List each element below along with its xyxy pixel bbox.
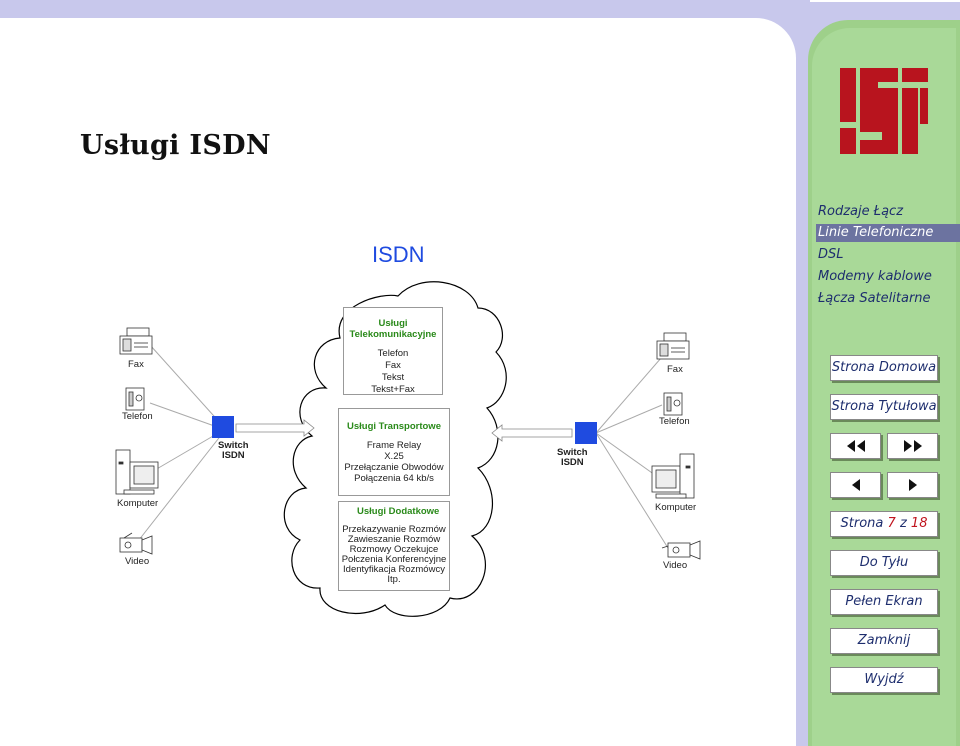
fullscreen-button[interactable]: Pełen Ekran — [830, 589, 938, 615]
nav-item-lacza-satelitarne[interactable]: Łącza Satelitarne — [818, 291, 931, 306]
phone-icon-right — [663, 392, 683, 416]
next-page-button[interactable] — [887, 472, 938, 498]
right-links — [595, 349, 669, 549]
label-fax-right: Fax — [667, 364, 683, 375]
box-telecom-services: Usługi Telekomunikacyjne Telefon Fax Tek… — [343, 307, 443, 395]
double-left-arrow-icon — [846, 439, 865, 452]
label-switch-right: Switch ISDN — [557, 447, 588, 468]
title-page-button[interactable]: Strona Tytułowa — [830, 394, 938, 420]
close-button[interactable]: Zamknij — [830, 628, 938, 654]
last-page-button[interactable] — [887, 433, 938, 459]
nav-item-modemy[interactable]: Modemy kablowe — [818, 269, 932, 284]
label-video-right: Video — [663, 560, 688, 571]
label-phone-left: Telefon — [122, 411, 153, 422]
phone-icon-left — [125, 387, 145, 411]
page-title: Usługi ISDN — [80, 130, 271, 161]
label-computer-left: Komputer — [117, 498, 159, 509]
back-button[interactable]: Do Tyłu — [830, 550, 938, 576]
video-icon-right — [661, 540, 701, 560]
label-phone-right: Telefon — [659, 416, 690, 427]
nav-item-linie-telefoniczne[interactable]: Linie Telefoniczne — [816, 224, 960, 242]
nav-item-rodzaje[interactable]: Rodzaje Łącz — [818, 204, 904, 219]
video-icon-left — [119, 532, 153, 555]
fax-icon-right — [656, 332, 690, 360]
nav-item-dsl[interactable]: DSL — [818, 247, 844, 262]
diagram-heading: ISDN — [372, 242, 425, 267]
switch-left — [212, 416, 234, 438]
label-fax-left: Fax — [128, 359, 144, 370]
label-switch-left: Switch ISDN — [218, 440, 249, 461]
quit-button[interactable]: Wyjdź — [830, 667, 938, 693]
prev-page-button[interactable] — [830, 472, 881, 498]
switch-right — [575, 422, 597, 444]
isi-logo — [840, 68, 928, 154]
computer-icon-left — [115, 449, 159, 495]
box-transport-services: Usługi Transportowe Frame Relay X.25 Prz… — [338, 408, 450, 496]
label-computer-right: Komputer — [655, 502, 697, 513]
right-arrow-icon — [908, 478, 917, 491]
computer-icon-right — [651, 453, 695, 499]
label-video-left: Video — [125, 556, 150, 567]
home-button[interactable]: Strona Domowa — [830, 355, 938, 381]
box-additional-services: Usługi Dodatkowe Przekazywanie Rozmów Za… — [338, 501, 450, 591]
fax-icon-left — [119, 327, 153, 355]
double-right-arrow-icon — [903, 439, 922, 452]
left-links — [134, 344, 223, 546]
arrow-right — [491, 424, 573, 442]
first-page-button[interactable] — [830, 433, 881, 459]
left-arrow-icon — [851, 478, 860, 491]
page-indicator: Strona 7 z 18 — [830, 511, 938, 537]
arrow-left — [235, 419, 315, 437]
top-strip — [810, 0, 960, 2]
